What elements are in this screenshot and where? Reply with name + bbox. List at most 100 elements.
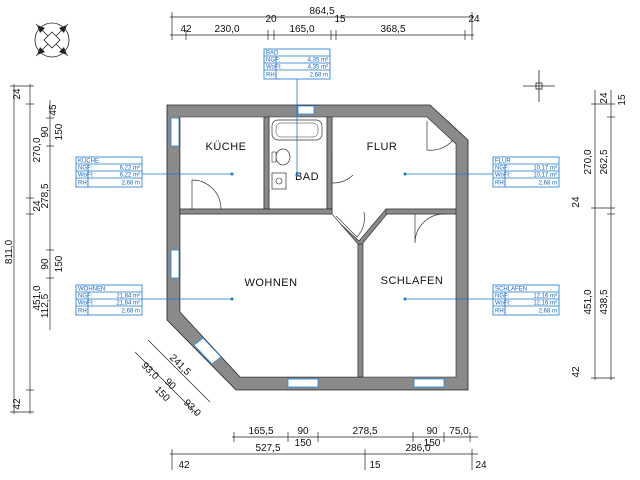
info-table-bad: BAD NGF: 4,35 m² WoFl: 4,35 m² RH: 2,68 …: [263, 48, 331, 177]
table-value: 21,84 m²: [116, 294, 140, 300]
walls: [166, 104, 469, 391]
table-title: FLUR: [495, 159, 511, 165]
room-label-schlafen: SCHLAFEN: [381, 275, 444, 287]
dim-label: 90: [426, 426, 438, 437]
dim-label: 24: [475, 460, 487, 471]
dim-label: 24: [599, 92, 610, 104]
dim-label: 24: [571, 196, 582, 208]
door-wohnen: [335, 211, 365, 238]
info-table-wohnen: WOHNEN NGF: 21,84 m² WoFl: 21,84 m² RH: …: [75, 284, 234, 316]
dim-label: 150: [295, 438, 312, 449]
dim-label: 241,5: [167, 352, 193, 378]
dim-label: 150: [54, 123, 65, 140]
door-schlafen: [414, 213, 445, 244]
dim-label: 165,5: [248, 426, 273, 437]
dim-label: 90: [297, 426, 309, 437]
dim-label: 527,5: [255, 443, 280, 454]
dim-label: 42: [180, 24, 192, 35]
table-key: WoFl:: [78, 173, 94, 179]
table-key: NGF:: [78, 166, 93, 172]
table-key: WoFl:: [495, 173, 511, 179]
table-key: RH:: [495, 181, 506, 187]
room-label-kueche: KÜCHE: [205, 141, 246, 153]
table-value: 10,17 m²: [533, 173, 557, 179]
dim-label: 42: [571, 366, 582, 378]
door-flur-entry: [426, 121, 454, 151]
table-value: 2,68 m: [310, 73, 328, 79]
table-title: BAD: [266, 51, 279, 57]
dim-label: 93,0: [181, 397, 203, 419]
dim-label: 24: [32, 200, 43, 212]
dim-label: 15: [617, 94, 628, 106]
dim-label: 90: [40, 126, 51, 138]
info-table-kueche: KÜCHE NGF: 6,22 m² WoFl: 6,22 m² RH: 2,6…: [75, 156, 234, 188]
window-kueche: [170, 117, 180, 147]
dim-label: 45: [48, 104, 59, 116]
table-key: NGF:: [495, 294, 510, 300]
room-label-bad: BAD: [295, 171, 319, 183]
dimensions-left: 24 270,0 90 45 150 278,5 24 811,0 90 150…: [4, 84, 65, 414]
table-value: 21,84 m²: [116, 301, 140, 307]
dim-label: 93,0: [139, 360, 161, 382]
dimensions-bottom: 165,5 90 150 278,5 90 150 75,0 527,5 286…: [170, 426, 487, 471]
dim-label: 864,5: [309, 6, 334, 17]
dim-label: 438,5: [599, 289, 610, 314]
table-key: NGF:: [78, 294, 93, 300]
schlafen-floor: [361, 213, 457, 378]
window-wohnen-bottom: [287, 378, 319, 388]
compass-icon: [34, 22, 70, 58]
table-value: 10,17 m²: [533, 166, 557, 172]
info-table-schlafen: SCHLAFEN NGF: 12,16 m² WoFl: 12,16 m² RH…: [403, 284, 560, 316]
dim-label: 20: [265, 14, 277, 25]
table-value: 2,68 m: [539, 181, 557, 187]
table-key: WoFl:: [266, 65, 282, 71]
door-kueche: [191, 179, 222, 210]
dim-label: 278,5: [40, 183, 51, 208]
table-key: WoFl:: [78, 301, 94, 307]
dim-label: 24: [12, 88, 23, 100]
table-value: 2,68 m: [539, 309, 557, 315]
window-wohnen-left: [170, 249, 180, 279]
dim-label: 42: [12, 398, 23, 410]
dim-label: 262,5: [599, 149, 610, 174]
dim-label: 270,0: [32, 137, 43, 162]
dim-label: 150: [424, 438, 441, 449]
toilet-icon: [275, 148, 291, 166]
table-value: 6,22 m²: [120, 173, 140, 179]
table-value: 12,16 m²: [533, 294, 557, 300]
windows: [170, 105, 445, 388]
table-value: 2,68 m: [122, 181, 140, 187]
window-wohnen-diag: [193, 337, 222, 365]
table-key: RH:: [78, 181, 89, 187]
dim-label: 286,0: [405, 443, 430, 454]
window-bad: [297, 105, 315, 115]
dim-label: 15: [369, 460, 381, 471]
doors: [191, 121, 454, 244]
info-table-flur: FLUR NGF: 10,17 m² WoFl: 10,17 m² RH: 2,…: [403, 156, 560, 188]
table-value: 12,16 m²: [533, 301, 557, 307]
window-schlafen: [413, 378, 445, 388]
table-value: 4,35 m²: [308, 65, 328, 71]
room-label-flur: FLUR: [367, 141, 398, 153]
dimensions-right: 24 15 262,5 270,0 24 451,0 438,5 42: [571, 90, 628, 380]
dimensions-top: 864,5 42 230,0 20 165,0 15 368,5 24: [170, 6, 480, 40]
dim-label: 150: [54, 255, 65, 272]
table-key: NGF:: [266, 58, 281, 64]
dim-label: 230,0: [214, 24, 239, 35]
table-title: KÜCHE: [78, 158, 99, 165]
dim-label: 90: [40, 258, 51, 270]
dim-label: 270,0: [583, 149, 594, 174]
table-key: RH:: [266, 73, 277, 79]
door-bad: [331, 154, 354, 184]
table-title: WOHNEN: [78, 287, 105, 293]
table-key: RH:: [78, 309, 89, 315]
room-label-wohnen: WOHNEN: [244, 277, 297, 289]
dim-label: 42: [178, 460, 190, 471]
table-title: SCHLAFEN: [495, 287, 527, 293]
dim-label: 15: [334, 14, 346, 25]
dim-label: 451,0: [583, 289, 594, 314]
table-value: 6,22 m²: [120, 166, 140, 172]
dim-label: 368,5: [380, 24, 405, 35]
table-key: NGF:: [495, 166, 510, 172]
